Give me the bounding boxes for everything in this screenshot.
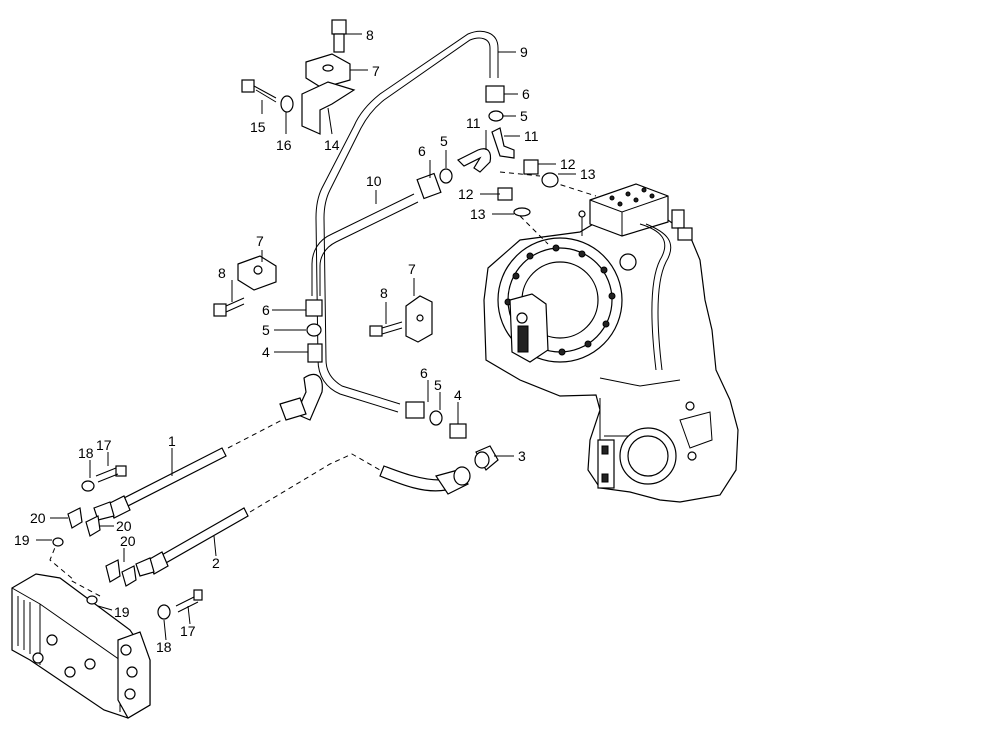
oil-cooler [11, 573, 151, 719]
callout-6: 6 [418, 143, 426, 159]
callout-13: 13 [470, 206, 486, 222]
callout-5: 5 [434, 377, 442, 393]
callout-2: 2 [212, 555, 220, 571]
hose-1 [93, 447, 227, 521]
callout-6: 6 [420, 365, 428, 381]
callout-4: 4 [454, 387, 462, 403]
callout-11: 11 [524, 128, 539, 144]
callout-19: 19 [114, 604, 130, 620]
callout-18: 18 [78, 445, 94, 461]
callout-8: 8 [380, 285, 388, 301]
callout-20: 20 [30, 510, 46, 526]
callout-9: 9 [520, 44, 528, 60]
hose-2 [135, 507, 249, 577]
callout-12: 12 [458, 186, 474, 202]
callout-15: 15 [250, 119, 266, 135]
callout-3: 3 [518, 448, 526, 464]
pipe-10 [311, 193, 419, 296]
fittings [279, 85, 559, 439]
callout-20: 20 [116, 518, 132, 534]
leader-lines [36, 33, 576, 641]
callout-20: 20 [120, 533, 136, 549]
callout-4: 4 [262, 344, 270, 360]
callout-19: 19 [14, 532, 30, 548]
callout-labels: 8 7 9 6 5 11 11 12 13 12 13 6 5 10 15 16… [14, 27, 596, 655]
callout-13: 13 [580, 166, 596, 182]
callout-10: 10 [366, 173, 382, 189]
callout-6: 6 [262, 302, 270, 318]
callout-5: 5 [262, 322, 270, 338]
callout-18: 18 [156, 639, 172, 655]
callout-7: 7 [372, 63, 380, 79]
callout-16: 16 [276, 137, 292, 153]
callout-12: 12 [560, 156, 576, 172]
callout-5: 5 [520, 108, 528, 124]
pipe-9 [315, 30, 499, 413]
callout-1: 1 [168, 433, 176, 449]
clamps-bolts [52, 19, 433, 620]
callout-7: 7 [256, 233, 264, 249]
transmission-housing [483, 183, 739, 503]
callout-6: 6 [522, 86, 530, 102]
callout-8: 8 [366, 27, 374, 43]
callout-5: 5 [440, 133, 448, 149]
callout-11: 11 [466, 115, 481, 131]
callout-17: 17 [180, 623, 196, 639]
callout-17: 17 [96, 437, 112, 453]
callout-14: 14 [324, 137, 340, 153]
callout-7: 7 [408, 261, 416, 277]
routing-lines [49, 171, 597, 597]
hose-3 [379, 445, 499, 495]
callout-8: 8 [218, 265, 226, 281]
